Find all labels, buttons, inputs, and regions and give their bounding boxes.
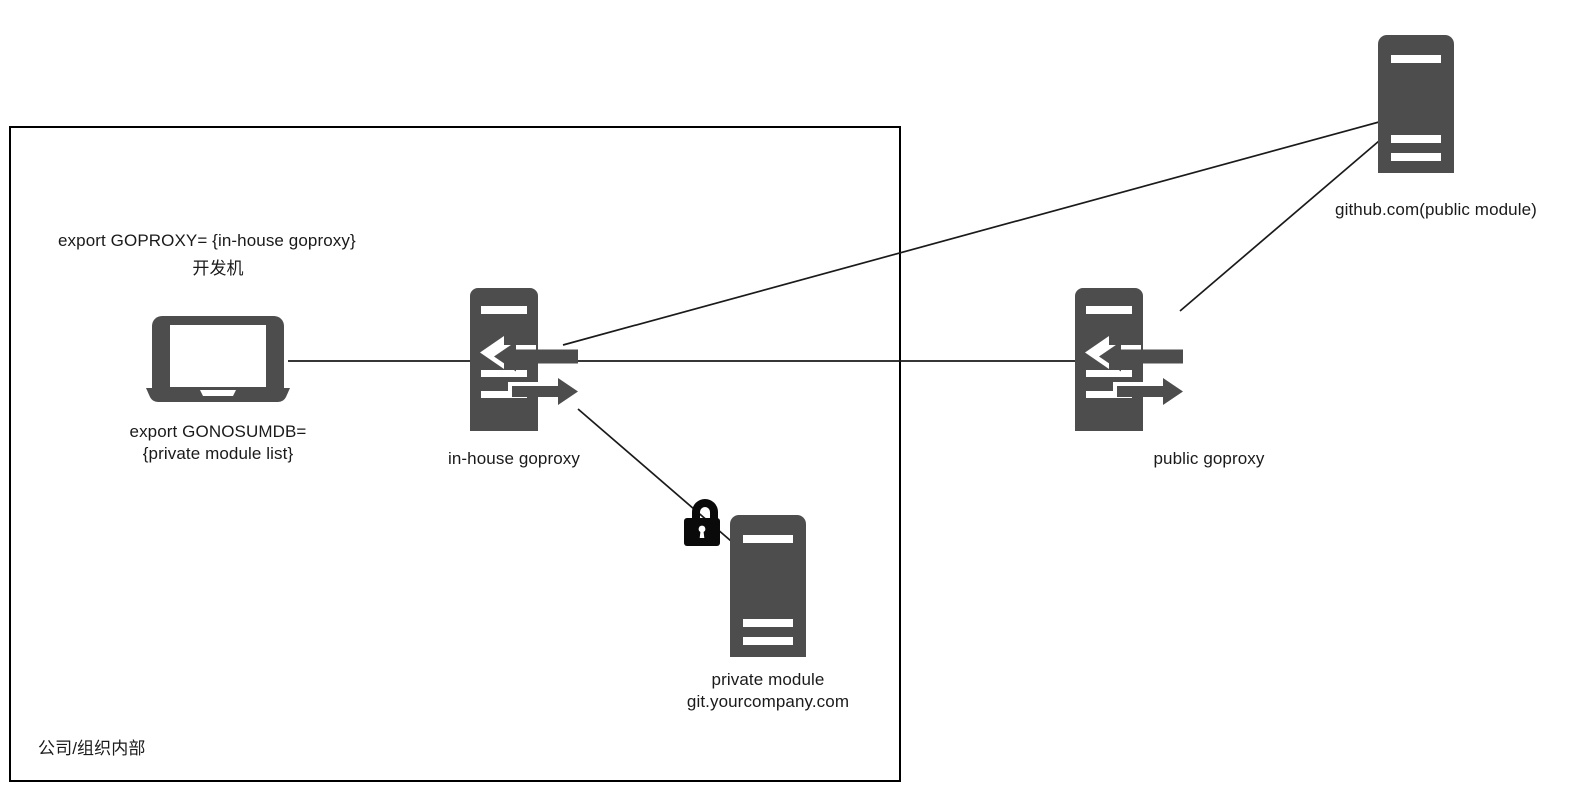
gonosumdb-label-line1: export GONOSUMDB= — [129, 422, 307, 441]
server-icon-github — [1378, 35, 1454, 173]
org-boundary-title: 公司/组织内部 — [38, 739, 146, 758]
goproxy-env-label: export GOPROXY= {in-house goproxy} — [58, 231, 356, 250]
in-house-goproxy-label: in-house goproxy — [447, 449, 580, 468]
public-goproxy-label: public goproxy — [1153, 449, 1265, 468]
private-module-label-line1: private module — [711, 670, 825, 689]
org-boundary-rect — [9, 126, 901, 782]
edge-inhouse-to-github — [562, 121, 1380, 346]
connector-lines — [288, 121, 1380, 542]
dev-machine-title-label: 开发机 — [192, 259, 244, 278]
private-module-label-line2: git.yourcompany.com — [686, 692, 850, 711]
github-public-module-label: github.com(public module) — [1335, 200, 1537, 219]
server-icon-private-module — [730, 515, 806, 657]
unlocked-padlock-icon — [684, 499, 720, 546]
gonosumdb-label-line2: {private module list} — [142, 444, 294, 463]
proxy-server-icon-public — [1075, 288, 1189, 431]
laptop-icon — [146, 316, 290, 402]
proxy-server-icon-in-house — [470, 288, 584, 431]
edge-public-goproxy-to-github — [1179, 140, 1380, 312]
